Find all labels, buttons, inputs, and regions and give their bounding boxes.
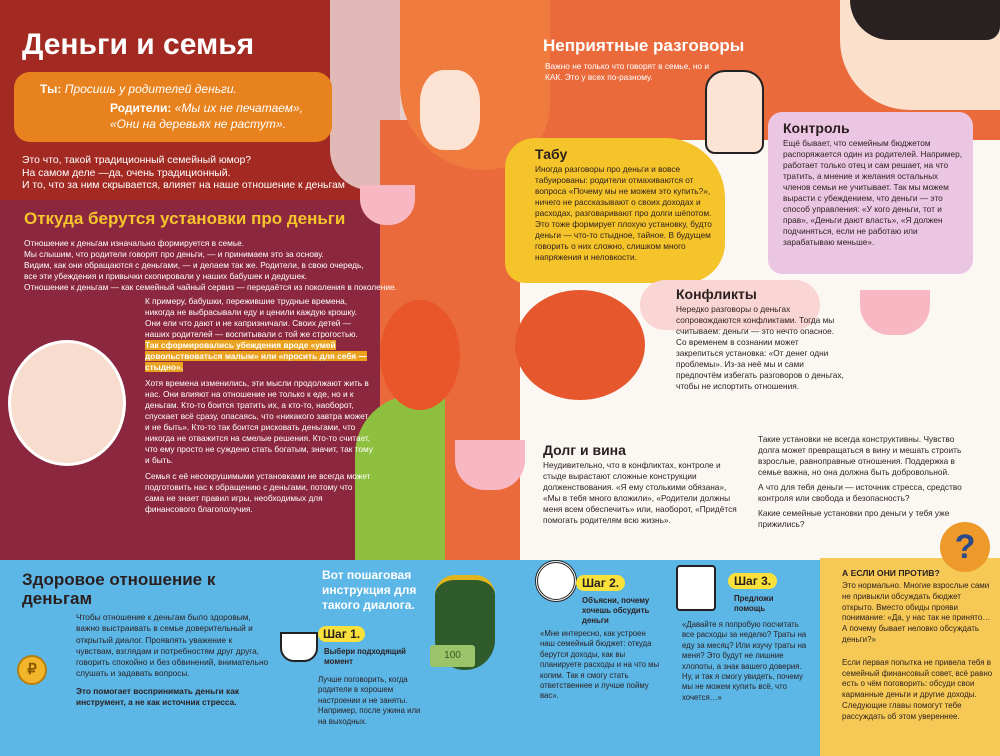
objection-box [820, 558, 1000, 756]
parents-line2: «Они на деревьях не растут». [110, 117, 286, 131]
debt-section: Долг и вина Неудивительно, что в конфлик… [543, 442, 737, 525]
closing-text: Такие установки не всегда конструктивны.… [758, 434, 962, 529]
teacup-saucer-icon [455, 440, 525, 490]
step-3: Шаг 3. Предложи помощь «Давайте я попроб… [682, 573, 807, 702]
taboo-blob [505, 138, 725, 283]
question-icon: ? [940, 522, 990, 572]
ruble-coin-icon: ₽ [17, 655, 47, 685]
parents-label: Родители: [110, 101, 172, 115]
green-sweater [355, 395, 445, 560]
highlight-quote: Так сформировались убеждения вроде «умей… [145, 340, 367, 372]
calculator-icon [676, 565, 716, 611]
origins-intro: Отношение к деньгам изначально формирует… [24, 238, 397, 292]
tea-cup-right [860, 290, 930, 335]
banknote-icon: 100 [430, 645, 475, 667]
page-title: Деньги и семья [22, 28, 255, 61]
coffee-cup-icon [280, 632, 318, 662]
objection-section: А ЕСЛИ ОНИ ПРОТИВ? Это нормально. Многие… [842, 568, 993, 721]
grandma-illustration [8, 340, 126, 466]
guide-title: Вот пошаговая инструкция для такого диал… [322, 568, 417, 612]
step-1: Шаг 1. Выбери подходящий момент Лучше по… [318, 626, 421, 726]
healthy-title: Здоровое отношение к деньгам [22, 570, 216, 608]
you-label: Ты: [40, 82, 62, 96]
control-section: Контроль Ещё бывает, что семейным бюджет… [783, 120, 963, 247]
step-2: Шаг 2. Объясни, почему хочешь обсудить д… [540, 575, 660, 701]
you-text: Просишь у родителей деньги. [64, 82, 237, 96]
unpleasant-subheading: Важно не только что говорят в семье, но … [545, 61, 709, 82]
conflicts-section: Конфликты Нередко разговоры о деньгах со… [676, 286, 844, 391]
teapot-icon [515, 290, 645, 400]
teacup-icon [360, 185, 415, 225]
origins-body: К примеру, бабушки, пережившие трудные в… [145, 296, 373, 514]
girl-hair [380, 300, 460, 410]
taboo-section: Табу Иногда разговоры про деньги и вовсе… [535, 146, 712, 262]
control-box [768, 112, 973, 274]
conflicts-cloud [640, 280, 820, 330]
dad-hair [850, 0, 1000, 40]
woman-face [420, 70, 480, 150]
dialogue-bubble: Ты: Просишь у родителей деньги. Родители… [14, 72, 332, 142]
origins-heading: Откуда берутся установки про деньги [24, 209, 346, 228]
parents-line1: «Мы их не печатаем», [174, 101, 304, 115]
stop-hand-icon [705, 70, 764, 154]
target-icon [535, 560, 577, 602]
unpleasant-heading: Неприятные разговоры [543, 36, 745, 55]
intro-text: Это что, такой традиционный семейный юмо… [22, 155, 345, 192]
healthy-text: Чтобы отношение к деньгам было здоровым,… [76, 612, 269, 708]
